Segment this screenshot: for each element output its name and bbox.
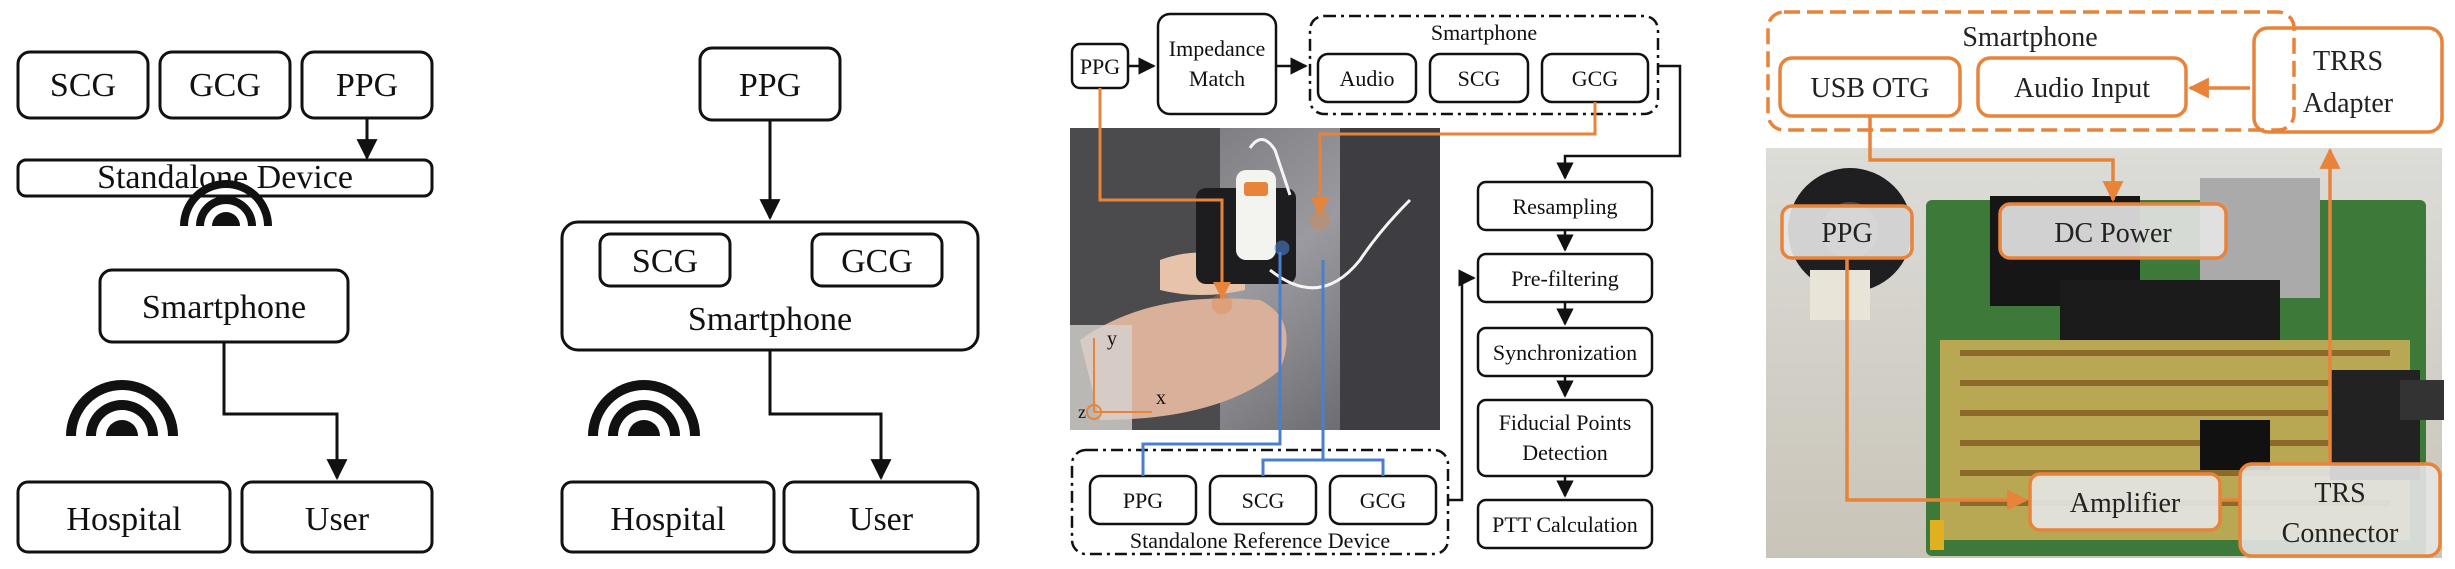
sensor-label-ppg: PPG [336, 67, 398, 104]
ptt-label: PTT Calculation [1492, 512, 1638, 537]
ref-gcg-label: GCG [1360, 488, 1407, 513]
standalone-device-label: Standalone Device [97, 159, 353, 196]
audio-box [1316, 52, 1418, 104]
axis-x-label: x [1156, 387, 1166, 409]
trrs-label-2: Adapter [2303, 88, 2394, 119]
gcg-box-b [810, 232, 944, 288]
dc-power-box [1998, 202, 2228, 260]
axis-z-label: z [1078, 402, 1086, 422]
fiducial-label-2: Detection [1522, 440, 1608, 465]
arrow-phone-to-resampling [1556, 64, 1682, 180]
wireless-icon [66, 380, 178, 436]
amplifier-label: Amplifier [2070, 488, 2181, 519]
dc-power-label: DC Power [2054, 218, 2172, 249]
impedance-match-box [1156, 12, 1278, 116]
blue-link-ref-ppg [1141, 252, 1282, 476]
arrow-phone-to-user-b [768, 350, 892, 481]
sensor-box-scg [16, 50, 150, 120]
trrs-label-1: TRRS [2313, 46, 2383, 77]
smartphone-title-d: Smartphone [1962, 22, 2097, 53]
audio-input-label: Audio Input [2014, 73, 2150, 104]
trrs-adapter-box [2252, 26, 2444, 134]
chest-photo [1070, 128, 1440, 430]
orange-link-usb-to-dc [1868, 116, 2124, 203]
amplifier-box [2028, 472, 2222, 532]
standalone-device-box [16, 158, 434, 198]
ref-ppg-label: PPG [1123, 488, 1163, 513]
smartphone-group-d [1766, 10, 2296, 132]
scg-box-b [598, 232, 732, 288]
user-label-b: User [849, 501, 914, 538]
pipeline-label-prefiltering: Pre-filtering [1511, 266, 1619, 291]
axes-icon [1086, 338, 1152, 420]
gcg-label-b: GCG [841, 243, 913, 280]
ppg-sensor-marker [1211, 293, 1233, 315]
orange-link-gcg [1311, 102, 1597, 216]
smartphone-label-a: Smartphone [142, 289, 306, 326]
axis-y-label: y [1107, 328, 1117, 350]
hospital-label-a: Hospital [66, 501, 181, 538]
orange-link-ppg [1098, 88, 1231, 300]
arrow-phone-to-user-a [222, 342, 348, 481]
user-box-a [240, 480, 434, 554]
hospital-box-b [560, 480, 776, 554]
impedance-label-1: Impedance [1169, 36, 1266, 61]
pipeline-label-resampling: Resampling [1512, 194, 1617, 219]
ref-sensor-marker [1274, 240, 1290, 256]
panel-c: y x z PPG Impedance Match [1070, 12, 1682, 556]
user-label-a: User [305, 501, 370, 538]
hospital-box-a [16, 480, 232, 554]
fiducial-label-1: Fiducial Points [1499, 410, 1632, 435]
impedance-label-2: Match [1189, 66, 1245, 91]
smartphone-title-c: Smartphone [1431, 20, 1537, 45]
pipeline-label-synchronization: Synchronization [1493, 340, 1637, 365]
audio-label: Audio [1340, 66, 1395, 91]
panel-b: PPG SCG GCG Smartphone Hospital User [560, 46, 980, 554]
panel-d: Smartphone USB OTG Audio Input TRRS Adap… [1766, 10, 2444, 558]
smartphone-label-b: Smartphone [688, 301, 852, 338]
gcg-sensor-marker [1309, 209, 1331, 231]
sensor-box-gcg [158, 50, 292, 120]
ptt-calculation-box [1476, 498, 1654, 550]
ppg-label-d: PPG [1821, 218, 1872, 249]
trs-label-1: TRS [2314, 478, 2365, 509]
scg-box-c [1428, 52, 1530, 104]
ppg-label-c: PPG [1080, 54, 1120, 79]
hospital-label-b: Hospital [610, 501, 725, 538]
scg-label-c: SCG [1458, 66, 1501, 91]
orange-link-ppg-to-amplifier [1845, 258, 2029, 511]
blue-link-ref-gcg [1261, 458, 1385, 476]
audio-input-box [1976, 56, 2188, 118]
ppg-label-b: PPG [739, 67, 801, 104]
user-box-b [782, 480, 980, 554]
wireless-icon [180, 180, 272, 226]
ref-scg-label: SCG [1242, 488, 1285, 513]
scg-label-b: SCG [632, 243, 698, 280]
gcg-label-c: GCG [1572, 66, 1619, 91]
trs-label-2: Connector [2282, 518, 2399, 549]
sensor-label-gcg: GCG [189, 67, 261, 104]
trs-connector-box [2238, 462, 2442, 558]
panel-a: SCG GCG PPG Standalone Device Smartphone… [16, 50, 434, 554]
usb-otg-label: USB OTG [1810, 73, 1929, 104]
wireless-icon [588, 380, 700, 436]
ref-device-title: Standalone Reference Device [1130, 528, 1390, 553]
sensor-label-scg: SCG [50, 67, 116, 104]
reference-device-group [1070, 448, 1450, 556]
arrow-ref-to-prefiltering [1448, 269, 1476, 502]
